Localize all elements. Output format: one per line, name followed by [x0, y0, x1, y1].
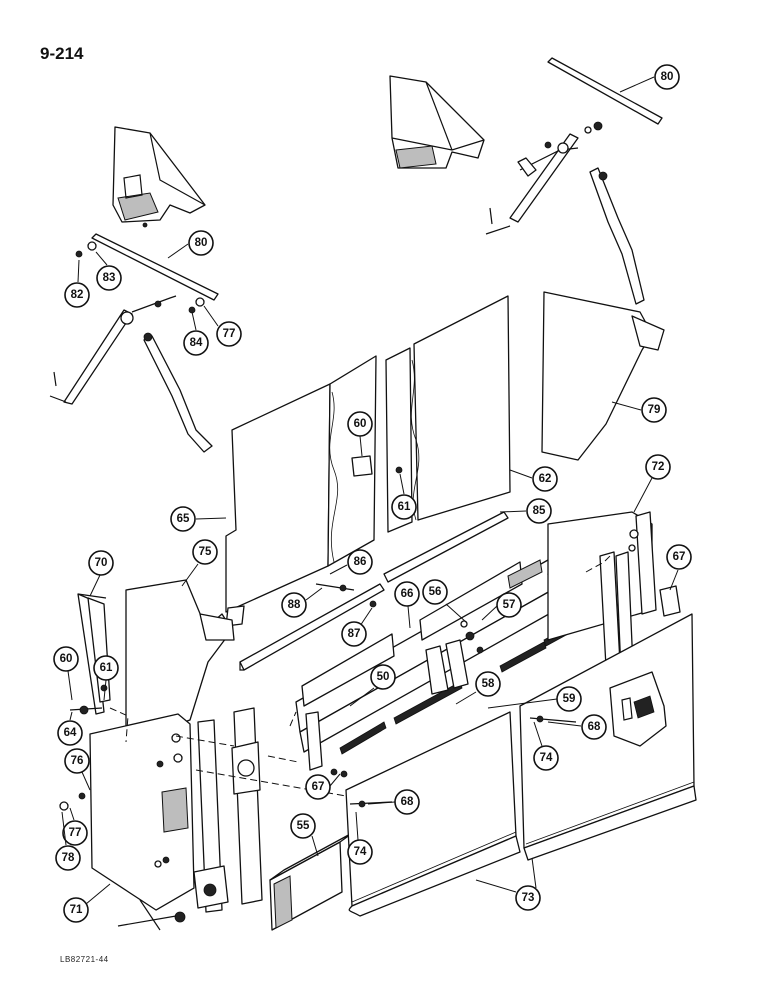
callout-77-left: 77 [59, 792, 88, 846]
callout-80-left: 80 [167, 230, 214, 259]
callout-70: 70 [88, 550, 114, 597]
callout-label: 76 [71, 755, 84, 767]
lower-channel [269, 831, 355, 931]
callout-label: 79 [648, 404, 661, 416]
callout-71: 71 [63, 883, 111, 923]
deflector-bracket-left [112, 126, 206, 228]
callout-label: 77 [69, 827, 82, 839]
callout-61-left: 61 [93, 655, 119, 701]
callout-label: 61 [100, 662, 113, 674]
callout-label: 75 [199, 546, 212, 558]
callout-label: 66 [401, 588, 414, 600]
callout-67-center: 67 [305, 773, 341, 800]
callout-label: 59 [563, 693, 576, 705]
callout-87: 87 [341, 600, 377, 647]
callout-74-center: 74 [347, 811, 373, 865]
side-shield [541, 291, 665, 461]
callout-label: 60 [60, 653, 73, 665]
callout-72: 72 [633, 454, 671, 513]
callout-label: 70 [95, 557, 108, 569]
callout-label: 85 [533, 505, 546, 517]
callout-60-upper: 60 [347, 411, 373, 477]
callout-label: 72 [652, 461, 665, 473]
callout-label: 64 [64, 727, 77, 739]
callout-label: 67 [312, 781, 325, 793]
callout-label: 74 [354, 846, 367, 858]
callout-84: 84 [183, 311, 209, 356]
callout-82: 82 [64, 259, 90, 308]
callout-label: 80 [661, 71, 674, 83]
drawing-code: LB82721-44 [60, 955, 109, 964]
linkage-right [485, 57, 663, 305]
callout-label: 67 [673, 551, 686, 563]
callout-58: 58 [455, 671, 501, 705]
deflector-bracket-center [389, 75, 485, 169]
callout-56: 56 [422, 579, 467, 623]
callout-label: 61 [398, 501, 411, 513]
callout-label: 50 [377, 671, 390, 683]
callout-76: 76 [64, 748, 91, 791]
callout-label: 55 [297, 820, 310, 832]
callout-74-right: 74 [533, 721, 559, 771]
callout-61-upper: 61 [391, 466, 417, 520]
callout-label: 80 [195, 237, 208, 249]
callout-85: 85 [499, 498, 552, 524]
callout-66: 66 [394, 581, 420, 629]
callout-73: 73 [475, 857, 541, 911]
callout-55: 55 [290, 813, 319, 857]
callout-86: 86 [329, 549, 373, 575]
page-number: 9-214 [40, 44, 84, 63]
callout-68-right: 68 [529, 714, 607, 740]
callout-75: 75 [181, 539, 218, 587]
callout-64: 64 [57, 711, 83, 746]
callout-68-center: 68 [349, 789, 420, 815]
front-floor-panels [345, 613, 697, 917]
left-side-frame [89, 707, 263, 931]
callout-label: 88 [288, 599, 301, 611]
callout-label: 57 [503, 599, 516, 611]
callout-label: 77 [223, 328, 236, 340]
linkage-left [49, 233, 219, 453]
callout-50: 50 [349, 664, 396, 707]
callout-79: 79 [611, 397, 667, 423]
callout-60-left: 60 [53, 646, 79, 701]
callout-label: 68 [401, 796, 414, 808]
callout-65: 65 [170, 506, 227, 532]
callout-83: 83 [95, 251, 122, 291]
callout-label: 84 [190, 337, 203, 349]
callout-62: 62 [509, 466, 558, 492]
callout-67-right: 67 [666, 544, 692, 591]
callout-label: 87 [348, 628, 361, 640]
callout-label: 58 [482, 678, 495, 690]
callout-77-top: 77 [203, 305, 242, 347]
callout-label: 62 [539, 473, 552, 485]
callout-88: 88 [281, 583, 355, 618]
callout-80-top: 80 [619, 64, 680, 93]
callout-label: 74 [540, 752, 553, 764]
callout-label: 60 [354, 418, 367, 430]
callout-78: 78 [55, 811, 81, 871]
callout-label: 56 [429, 586, 442, 598]
callout-label: 83 [103, 272, 116, 284]
upper-channels [225, 511, 509, 671]
callout-label: 82 [71, 289, 84, 301]
callout-57: 57 [481, 592, 522, 621]
callout-59: 59 [487, 686, 582, 712]
callout-label: 73 [522, 892, 535, 904]
callout-label: 78 [62, 852, 75, 864]
callout-label: 65 [177, 513, 190, 525]
rear-panels [225, 295, 511, 613]
callout-label: 71 [70, 904, 83, 916]
callout-label: 68 [588, 721, 601, 733]
callout-label: 86 [354, 556, 367, 568]
